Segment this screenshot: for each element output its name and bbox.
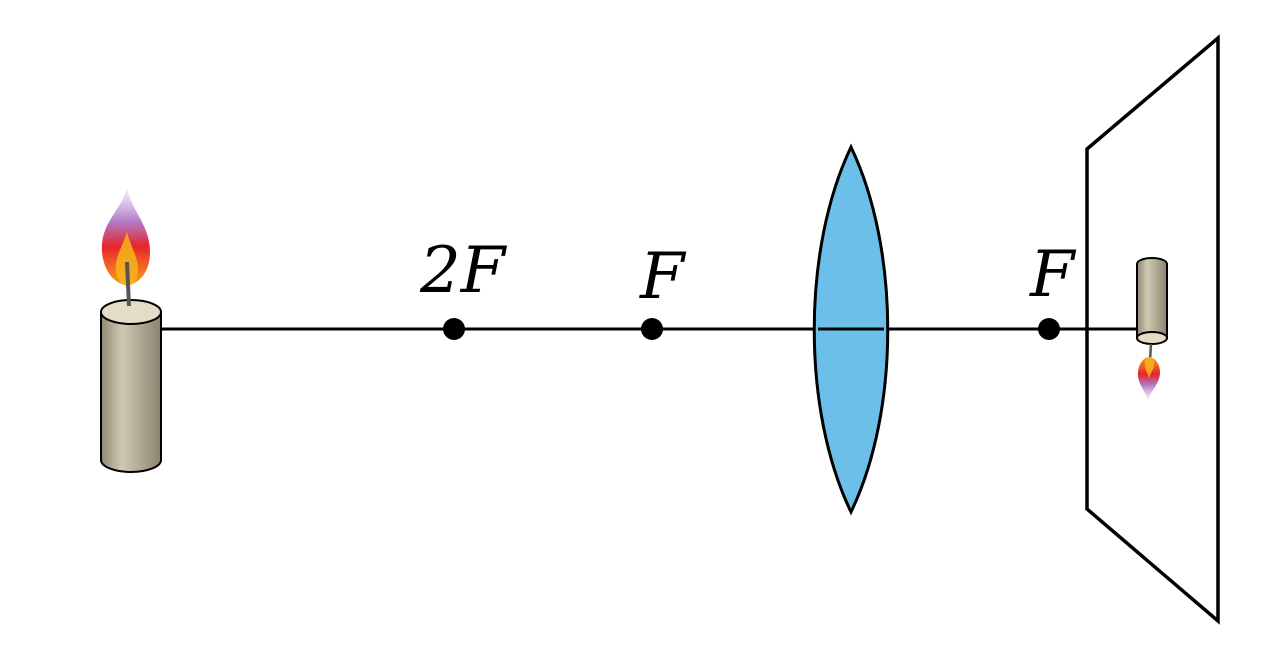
label-2f-left: 2F xyxy=(419,234,508,308)
point-f-right xyxy=(1038,318,1060,340)
candle-icon xyxy=(100,188,162,473)
inverted-candle-icon xyxy=(1136,257,1168,400)
point-f-left xyxy=(641,318,663,340)
image-candle-flame xyxy=(1137,357,1160,400)
image-candle-body xyxy=(1136,257,1168,339)
candle-body xyxy=(100,311,162,473)
candle-wick xyxy=(125,261,131,307)
point-2f-left xyxy=(443,318,465,340)
label-f-right: F xyxy=(1029,238,1077,312)
candle-flame-core xyxy=(115,232,139,286)
projection-screen xyxy=(1085,34,1220,625)
candle-top xyxy=(100,299,162,325)
image-candle-top xyxy=(1136,331,1168,345)
label-f-left: F xyxy=(639,240,687,314)
image-candle-flame-core xyxy=(1144,357,1155,378)
